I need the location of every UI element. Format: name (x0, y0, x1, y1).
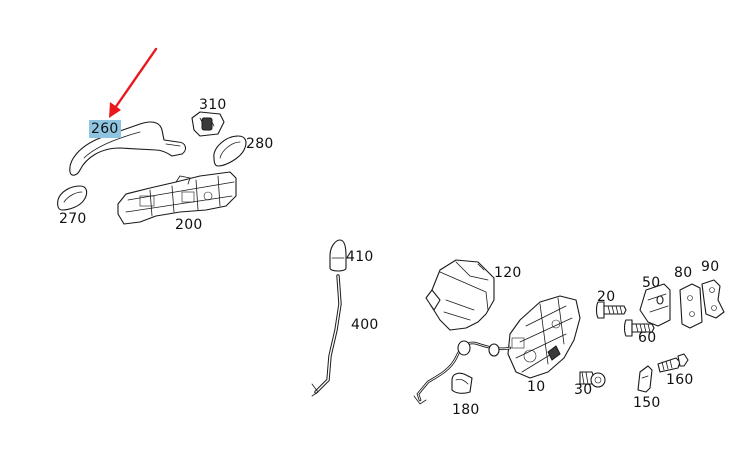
part-400-rod[interactable] (311, 274, 342, 397)
part-310-cap[interactable] (191, 111, 225, 137)
label-120[interactable]: 120 (494, 265, 522, 281)
label-180[interactable]: 180 (452, 402, 480, 418)
part-80-plate[interactable] (679, 283, 703, 329)
label-10[interactable]: 10 (527, 379, 546, 395)
label-150[interactable]: 150 (633, 395, 661, 411)
label-50[interactable]: 50 (642, 275, 661, 291)
part-180-clip[interactable] (451, 372, 473, 394)
label-160[interactable]: 160 (666, 372, 694, 388)
label-260[interactable]: 260 (89, 120, 121, 138)
part-30-bolt[interactable] (579, 371, 606, 388)
part-410-knob[interactable] (329, 239, 347, 272)
part-cable (413, 340, 512, 405)
label-270[interactable]: 270 (59, 211, 87, 227)
part-150-bracket[interactable] (637, 365, 653, 393)
part-10-door-lock[interactable] (507, 295, 581, 379)
part-160-bolt[interactable] (657, 353, 689, 373)
label-200[interactable]: 200 (175, 217, 203, 233)
part-260-door-handle[interactable] (69, 121, 187, 176)
label-310[interactable]: 310 (199, 97, 227, 113)
label-90[interactable]: 90 (701, 259, 720, 275)
label-280[interactable]: 280 (246, 136, 274, 152)
label-30[interactable]: 30 (574, 382, 593, 398)
label-20[interactable]: 20 (597, 289, 616, 305)
part-200-handle-carrier[interactable] (117, 171, 237, 225)
highlight-arrow (109, 47, 158, 118)
label-60[interactable]: 60 (638, 330, 657, 346)
part-120-cover[interactable] (425, 259, 495, 331)
part-60-screw[interactable] (623, 319, 655, 337)
part-20-screw[interactable] (595, 301, 627, 319)
label-410[interactable]: 410 (346, 249, 374, 265)
part-280-gasket[interactable] (213, 135, 247, 167)
part-270-gasket[interactable] (57, 185, 88, 211)
label-400[interactable]: 400 (351, 317, 379, 333)
part-90-plate[interactable] (701, 279, 725, 319)
part-50-striker[interactable] (639, 283, 671, 327)
label-80[interactable]: 80 (674, 265, 693, 281)
